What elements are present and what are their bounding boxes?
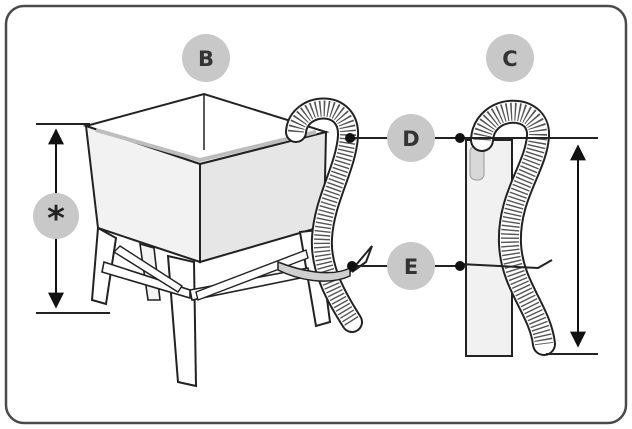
label-d: D — [402, 127, 419, 151]
label-b: B — [198, 47, 214, 71]
connector-e-dot-left — [347, 261, 357, 271]
label-e: E — [404, 255, 418, 279]
badge-c — [486, 34, 534, 82]
standpipe-strap — [459, 259, 553, 270]
badge-d — [387, 114, 435, 162]
drain-hose-in-standpipe — [470, 99, 556, 356]
connector-d-dot-right — [455, 133, 465, 143]
connector-d-dot-left — [345, 133, 355, 143]
star-label: * — [47, 199, 65, 239]
label-c: C — [502, 47, 517, 71]
connector-e-dot-right — [455, 261, 465, 271]
badge-b — [182, 34, 230, 82]
star-badge — [33, 193, 79, 239]
badge-e — [387, 242, 435, 290]
laundry-tub-illustration — [82, 92, 332, 388]
